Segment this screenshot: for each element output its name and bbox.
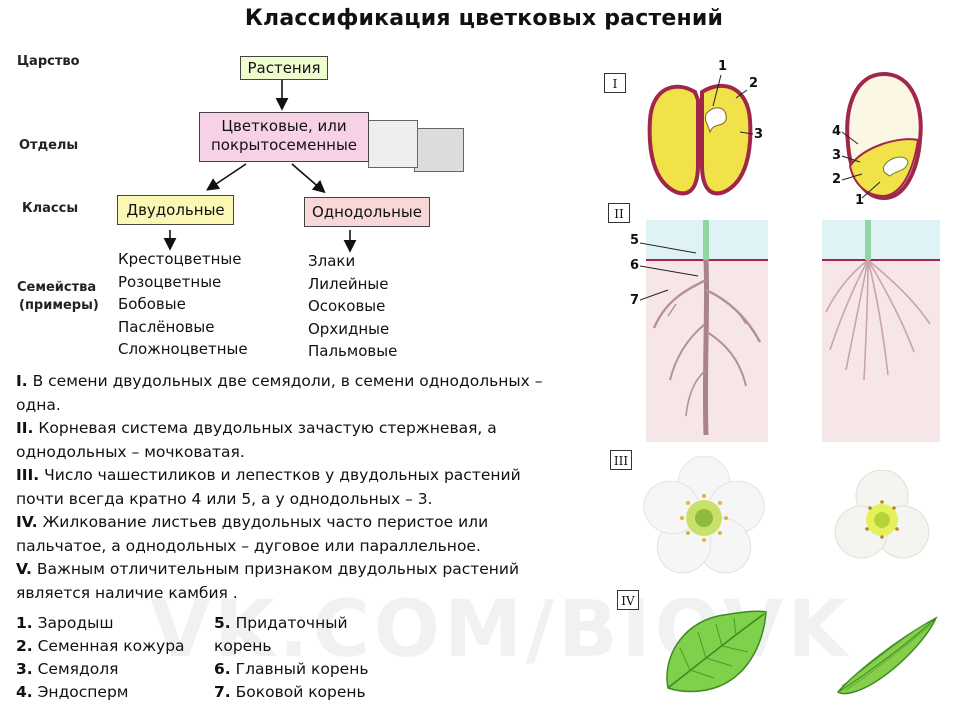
panel-label-1: I xyxy=(604,73,626,93)
fact-item: I. В семени двудольных две семядоли, в с… xyxy=(16,372,543,390)
division-name-line2: покрытосеменные xyxy=(210,136,358,154)
division-stack-shadow-1 xyxy=(368,120,418,168)
legend-item: 3. Семядоля xyxy=(16,660,119,678)
seed-label-2b: 2 xyxy=(832,172,842,187)
facts-list: I. В семени двудольных две семядоли, в с… xyxy=(16,370,576,605)
legend-item: 2. Семенная кожура xyxy=(16,637,185,655)
dicot-flower-illustration xyxy=(643,456,765,574)
legend-item: 6. Главный корень xyxy=(214,660,369,678)
seed-label-3: 3 xyxy=(754,127,764,142)
panel-label-3: III xyxy=(610,450,632,470)
family-item: Пальмовые xyxy=(308,342,398,360)
monocot-families-list: Злаки Лилейные Осоковые Орхидные Пальмов… xyxy=(308,250,397,363)
fact-item-cont: пальчатое, а однодольных – дуговое или п… xyxy=(16,536,481,555)
fact-item: II. Корневая система двудольных зачастую… xyxy=(16,419,497,437)
dicot-families-list: Крестоцветные Розоцветные Бобовые Паслён… xyxy=(118,248,248,361)
fact-item-cont: однодольных – мочковатая. xyxy=(16,442,245,461)
hierarchy-arrows xyxy=(163,80,357,253)
division-name-line1: Цветковые, или xyxy=(221,117,347,135)
seed-label-3b: 3 xyxy=(832,148,842,163)
seed-label-1: 1 xyxy=(718,59,728,74)
fact-item: IV. Жилкование листьев двудольных часто … xyxy=(16,513,489,531)
fibrous-root-illustration xyxy=(822,220,940,442)
family-item: Бобовые xyxy=(118,295,186,313)
family-item: Лилейные xyxy=(308,274,389,293)
seed-label-1b: 1 xyxy=(855,193,865,208)
legend-item: корень xyxy=(214,637,272,655)
kingdom-box: Растения xyxy=(240,56,328,80)
family-item: Крестоцветные xyxy=(118,250,242,268)
division-stack-shadow-2 xyxy=(414,128,464,172)
legend-item: 4. Эндосперм xyxy=(16,683,129,701)
level-kingdom-label: Царство xyxy=(17,54,80,69)
monocot-flower-illustration xyxy=(834,470,930,559)
family-item: Сложноцветные xyxy=(118,340,248,358)
legend-item: 5. Придаточный xyxy=(214,614,348,632)
seed-label-2: 2 xyxy=(749,76,759,91)
dicot-leaf-illustration xyxy=(666,610,767,693)
monocots-class-box: Однодольные xyxy=(304,197,430,227)
fact-item-cont: одна. xyxy=(16,395,61,414)
level-divisions-label: Отделы xyxy=(19,138,79,153)
page-title: Классификация цветковых растений xyxy=(244,6,724,31)
fact-item: V. Важным отличительным признаком двудол… xyxy=(16,560,520,578)
legend-item: 7. Боковой корень xyxy=(214,683,366,701)
root-label-6: 6 xyxy=(630,258,640,273)
dicots-class-box: Двудольные xyxy=(117,195,234,225)
family-item: Орхидные xyxy=(308,319,390,338)
root-label-leaders xyxy=(640,242,699,301)
legend-item: 1. Зародыш xyxy=(16,614,114,632)
level-classes-label: Классы xyxy=(22,201,79,216)
fact-item-cont: почти всегда кратно 4 или 5, а у однодол… xyxy=(16,489,433,508)
monocot-seed-illustration xyxy=(841,71,923,201)
root-label-5: 5 xyxy=(630,233,640,248)
fact-item-cont: является наличие камбия . xyxy=(16,583,238,602)
level-families-label: Семейства xyxy=(17,280,97,295)
fact-item: III. Число чашестиликов и лепестков у дв… xyxy=(16,466,521,484)
dicot-seed-illustration xyxy=(647,74,754,196)
family-item: Злаки xyxy=(308,252,356,270)
seed-label-4: 4 xyxy=(832,124,842,139)
family-item: Осоковые xyxy=(308,297,386,315)
panel-label-4: IV xyxy=(617,590,639,610)
division-box: Цветковые, или покрытосеменные xyxy=(199,112,369,162)
family-item: Паслёновые xyxy=(118,317,215,336)
legend-right: 5. Придаточный корень 6. Главный корень … xyxy=(214,612,368,704)
monocot-leaf-illustration xyxy=(836,616,938,695)
level-families-sublabel: (примеры) xyxy=(19,298,99,313)
family-item: Розоцветные xyxy=(118,272,222,291)
legend-left: 1. Зародыш 2. Семенная кожура 3. Семядол… xyxy=(16,612,185,704)
root-label-7: 7 xyxy=(630,293,640,308)
panel-label-2: II xyxy=(608,203,630,223)
